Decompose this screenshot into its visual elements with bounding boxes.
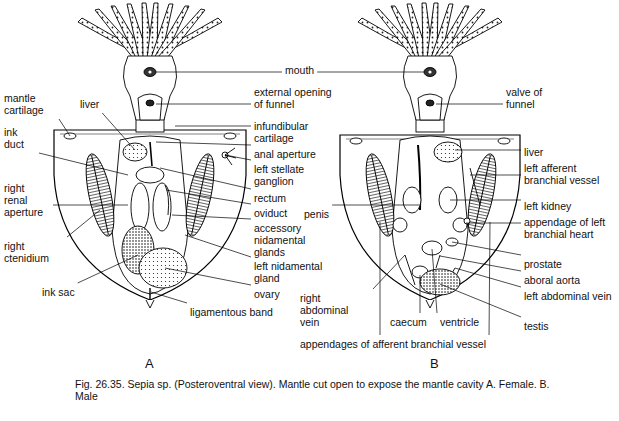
leader-line — [53, 205, 128, 206]
part-label: caecum — [390, 316, 427, 328]
part-label: left nidamental gland — [254, 260, 338, 284]
leader-line — [452, 242, 521, 255]
figure-letter: B — [430, 356, 439, 371]
leader-line — [175, 126, 251, 127]
part-label: aboral aorta — [524, 274, 580, 286]
leader-line — [373, 255, 405, 289]
leader-line — [39, 153, 128, 175]
part-label: anal aperture — [254, 148, 316, 160]
leader-line — [440, 284, 521, 317]
part-label: accessory nidamental glands — [254, 222, 338, 258]
leader-line — [470, 175, 521, 176]
part-label: rectum — [254, 192, 286, 204]
leader-line — [160, 168, 251, 189]
part-label: left stellate ganglion — [254, 163, 338, 187]
leader-line — [166, 190, 251, 204]
part-label: prostate — [524, 258, 562, 270]
leader-line — [151, 292, 187, 303]
part-label: appendage of left branchial heart — [524, 216, 614, 240]
leader-line — [78, 255, 138, 283]
figure-letter: A — [145, 356, 154, 371]
part-label: liver — [524, 146, 543, 158]
leader-line — [455, 150, 521, 151]
leader-line — [489, 222, 491, 335]
part-label: mantle cartilage — [4, 92, 56, 116]
figure-caption: Fig. 26.35. Sepia sp. (Posteroventral vi… — [75, 378, 550, 402]
head-arms-male — [358, 3, 502, 132]
part-label: ink duct — [4, 126, 36, 150]
leader-line — [432, 249, 437, 313]
part-label: testis — [524, 320, 549, 332]
part-label: penis — [304, 208, 329, 220]
part-label: right renal aperture — [4, 182, 50, 218]
leader-line — [420, 275, 421, 313]
part-label: infundibular cartilage — [254, 120, 338, 144]
part-label: liver — [80, 98, 99, 110]
part-label: right ctenidium — [4, 240, 64, 264]
leader-line — [332, 205, 420, 206]
leader-line — [156, 72, 282, 73]
leader-line — [440, 256, 521, 271]
male-figure — [340, 135, 520, 308]
leader-line — [466, 223, 521, 224]
leader-line — [102, 113, 135, 150]
leader-line — [165, 268, 251, 285]
leader-line — [59, 119, 70, 136]
leader-line — [380, 222, 381, 335]
leader-line — [172, 215, 251, 219]
leader-line — [156, 142, 251, 145]
part-label: left kidney — [524, 200, 571, 212]
part-label: ink sac — [42, 286, 75, 298]
leader-line — [185, 235, 251, 257]
female-figure — [54, 130, 246, 308]
part-label: valve of funnel — [506, 86, 566, 110]
leader-line — [225, 155, 251, 160]
part-label: oviduct — [254, 207, 287, 219]
head-arms-female — [78, 3, 222, 132]
leader-line — [455, 268, 521, 287]
leader-line — [317, 72, 424, 73]
part-label: mouth — [285, 64, 314, 76]
leader-line — [436, 104, 503, 105]
part-label: ovary — [254, 288, 280, 300]
part-label: left abdominal vein — [524, 290, 614, 302]
part-label: appendages of afferent branchial vessel — [300, 338, 486, 350]
part-label: left afferent branchial vessel — [524, 162, 614, 186]
leader-line — [156, 104, 251, 105]
leader-line — [450, 200, 521, 201]
leader-line — [67, 210, 100, 237]
part-label: ventricle — [440, 316, 479, 328]
part-label: ligamentous band — [190, 306, 273, 318]
part-label: external opening of funnel — [254, 86, 338, 110]
part-label: right abdominal vein — [300, 292, 370, 328]
